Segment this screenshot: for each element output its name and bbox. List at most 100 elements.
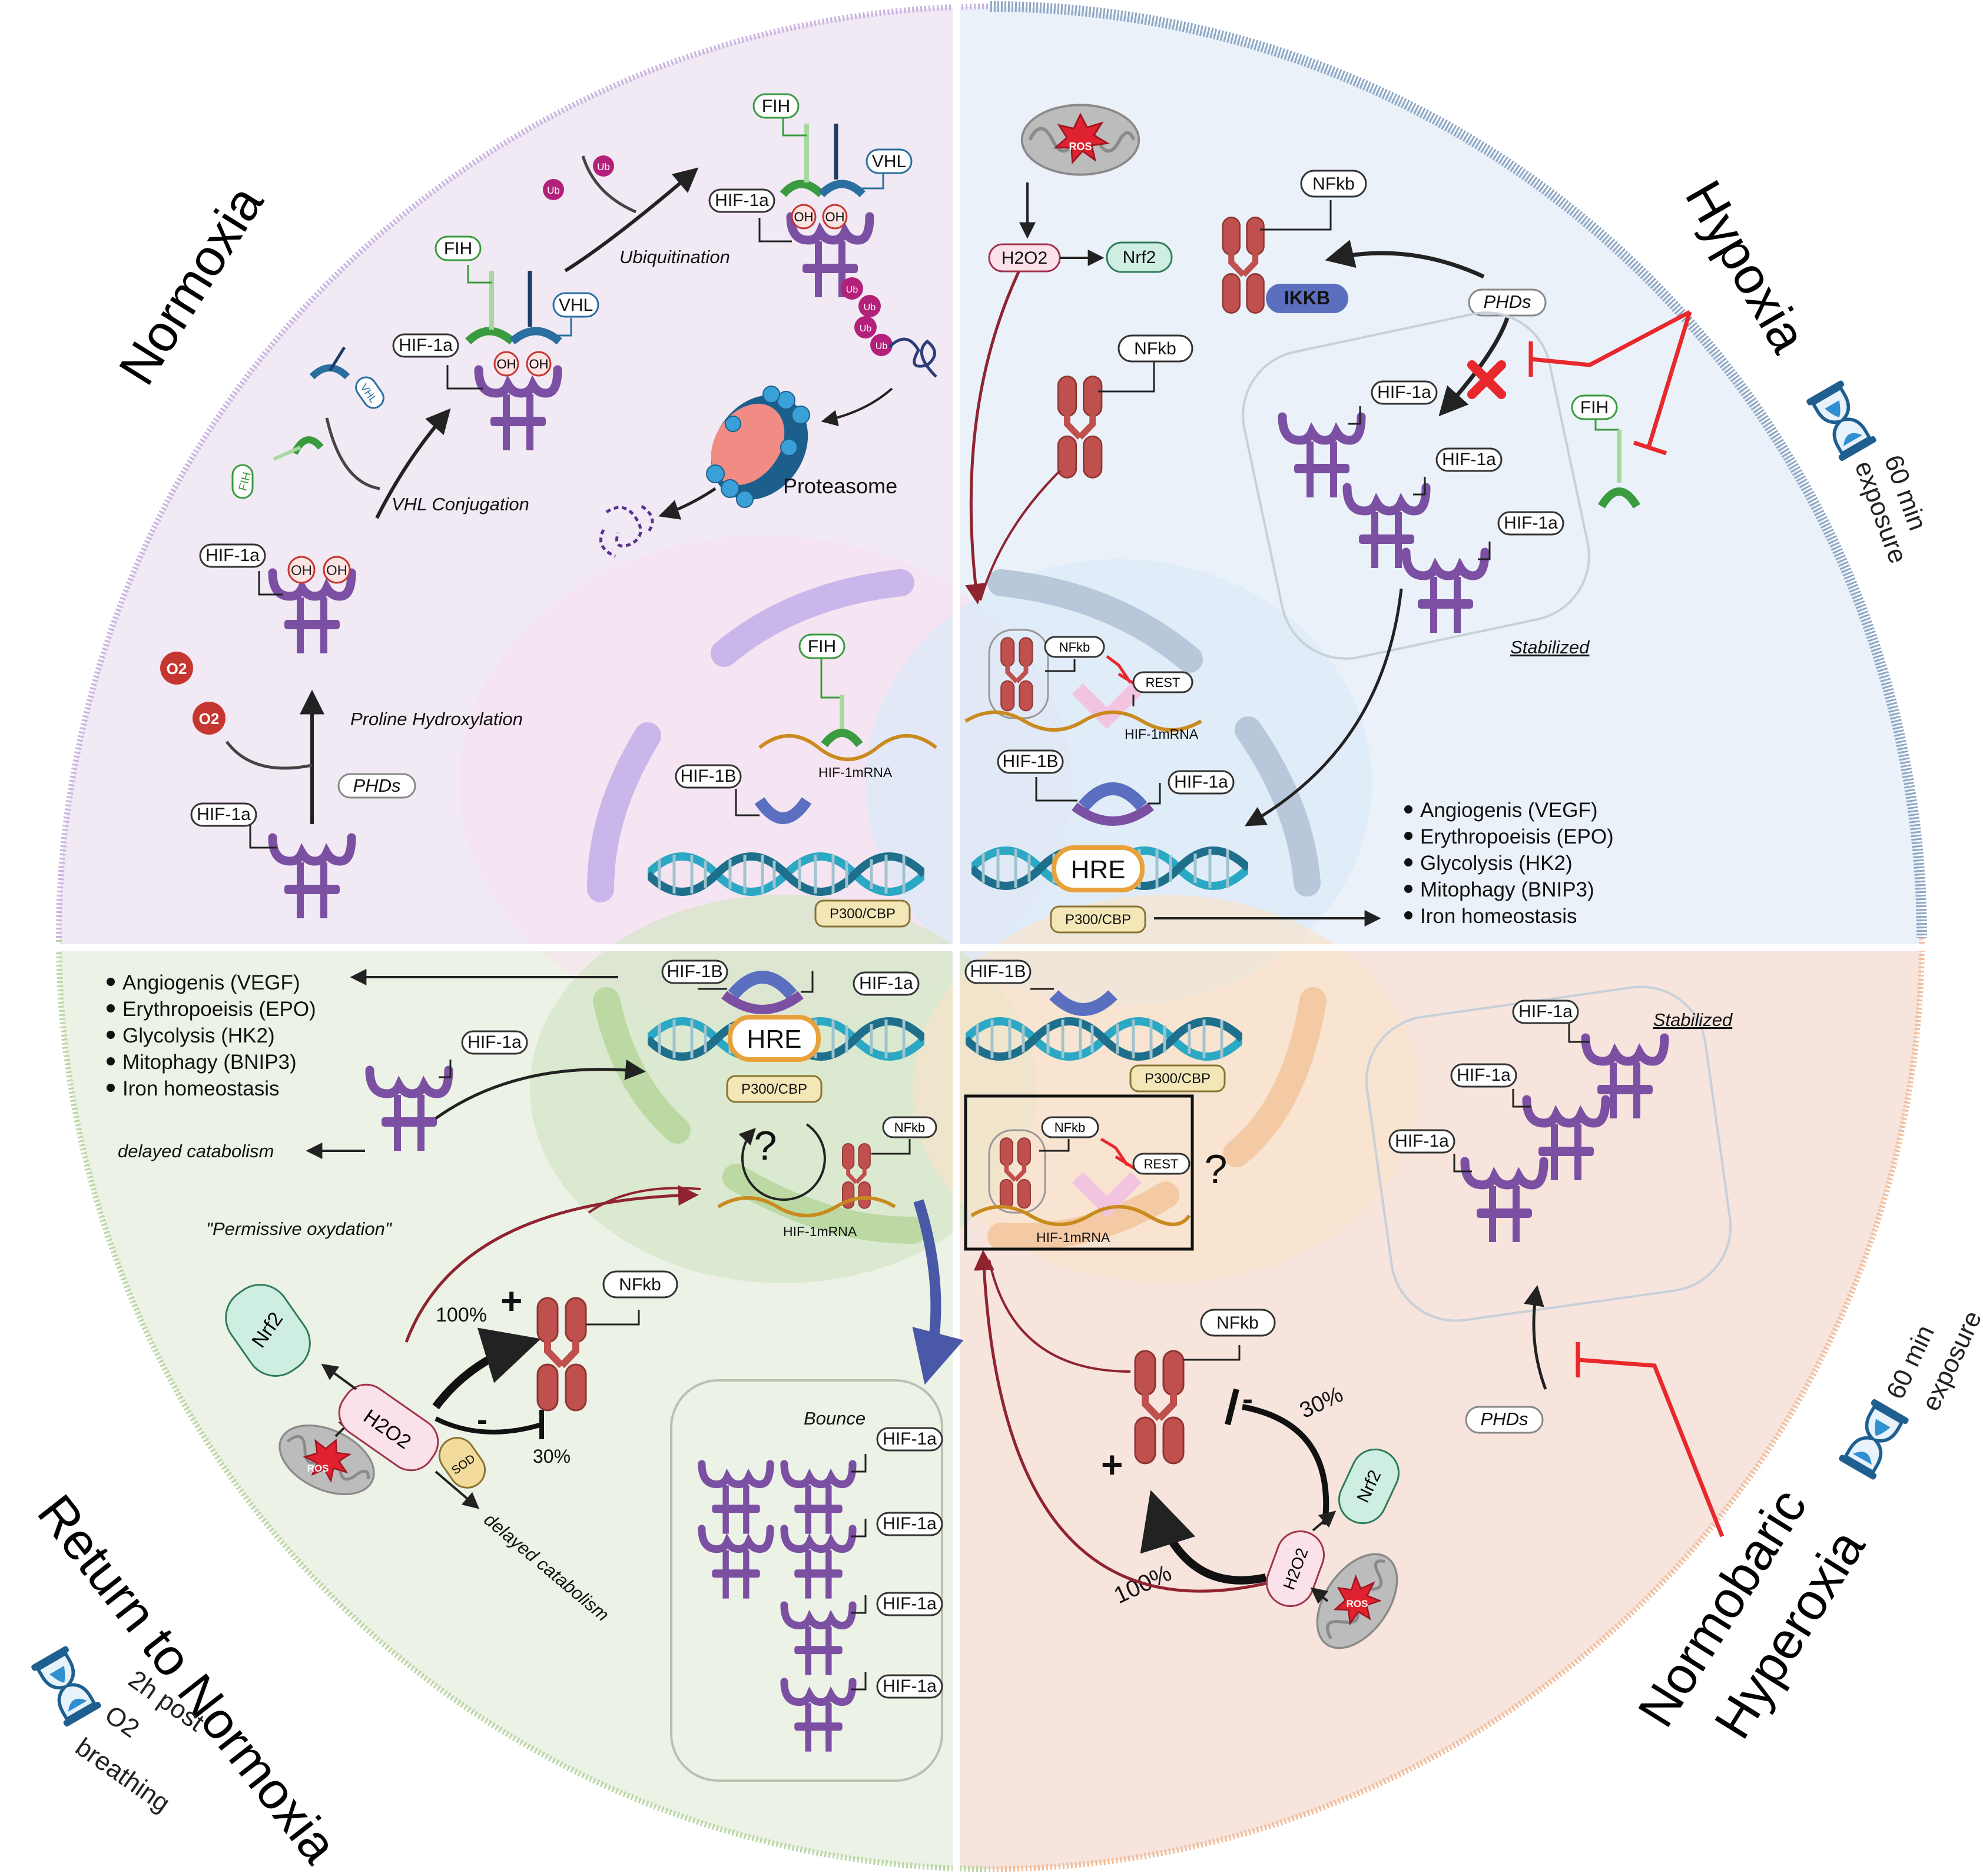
ros-label: ROS [1069,141,1092,152]
label-ubiquitination: Ubiquitination [619,247,730,267]
hre-icon: HRE [728,1015,821,1062]
svg-text:P300/CBP: P300/CBP [830,906,896,922]
svg-text:Iron homeostasis: Iron homeostasis [122,1077,280,1100]
oh-icon: OH [493,351,519,377]
nfkb-tag: NFkb [871,1116,937,1155]
svg-text:NFkb: NFkb [894,1120,926,1135]
vhl-tag: VHL [860,148,913,190]
hif1a-tag: HIF-1a [708,188,792,243]
fih-free: FIH [231,436,324,499]
hypoxia-quadrant: Hypoxia 60 min exposure ROS H2O2 Nrf2 IK… [964,105,1932,934]
svg-text:P300/CBP: P300/CBP [1145,1071,1211,1087]
rest-tag: REST [1132,1153,1191,1175]
svg-text:HIF-1a: HIF-1a [883,1676,937,1696]
svg-text:NFkb: NFkb [1216,1313,1259,1333]
hif1a-tag: HIF-1a [851,1592,943,1616]
nfkb-mrna-box [964,1094,1194,1251]
nfkb-tag: NFkb [1044,636,1105,672]
svg-text:PHDs: PHDs [1481,1409,1528,1429]
oh-icon: OH [822,204,848,230]
fih-tag: FIH [435,235,492,284]
hif1a-tag: HIF-1a [1512,1000,1590,1043]
arrow [1524,1285,1547,1390]
target-genes-list: Angiogenis (VEGF) Erythropoeisis (EPO) G… [1404,799,1614,928]
nfkb-tag: NFkb [1039,1116,1099,1152]
ros-label: ROS [307,1463,329,1474]
ub-icon: Ub [593,155,614,177]
hif1b-tag: HIF-1B [675,764,760,816]
mrna-strand [758,734,937,761]
p300-tag: P300/CBP [1050,905,1146,934]
svg-text:breathing: breathing [70,1732,175,1818]
pct-30: 30% [533,1446,571,1467]
bounce-label: Bounce [804,1408,866,1429]
svg-text:Ub: Ub [876,341,888,351]
question-mark: ? [754,1123,777,1168]
bounce-arrow [912,1199,964,1385]
h2o2-tag: H2O2 [988,243,1061,273]
nrf2-tag: Nrf2 [1106,241,1173,273]
ub-icon: Ub [543,179,564,200]
vhl-bound [509,327,562,345]
nfkb-tag: NFkb [1183,1309,1276,1361]
svg-text:Glycolysis (HK2): Glycolysis (HK2) [1420,852,1573,875]
svg-text:REST: REST [1144,1157,1179,1171]
hif1a-tag: HIF-1a [392,333,483,390]
pct-100: 100% [436,1304,487,1326]
fih-tag: FIH [752,93,807,137]
svg-text:H2O2: H2O2 [1002,248,1047,268]
hif1a-tag: HIF-1a [1148,770,1235,805]
nfkb-tag: NFkb [1098,334,1193,393]
o2-icon: O2 [193,702,226,735]
oh-icon: OH [323,556,351,584]
arrow [821,387,893,426]
svg-text:HIF-1a: HIF-1a [1442,450,1496,469]
arrow [435,1059,646,1120]
blocked-x-icon [1467,360,1506,399]
hif1a-tag: HIF-1a [851,1427,943,1473]
hourglass-icon [31,1645,102,1728]
hif1a-tag: HIF-1a [190,802,277,849]
svg-text:HIF-1B: HIF-1B [680,766,736,786]
h2o2-arrow [973,1250,1266,1593]
svg-text:HIF-1a: HIF-1a [205,546,260,565]
mrna-label: HIF-1mRNA [1125,726,1199,742]
phds-tag: PHDs [1465,1406,1544,1434]
o2-icon: O2 [160,652,193,685]
inhibition-arrow [1242,1404,1329,1525]
svg-text:NFkb: NFkb [1059,640,1090,655]
label-proteasome: Proteasome [783,474,897,498]
hourglass-icon [1806,380,1878,462]
degraded-peptides-icon [599,504,654,558]
svg-text:HIF-1a: HIF-1a [1518,1002,1573,1021]
target-genes-list: Angiogenis (VEGF) Erythropoeisis (EPO) G… [107,971,316,1100]
permissive-oxydation-label: "Permissive oxydation" [206,1218,393,1239]
h2o2-tag: H2O2 [1265,1530,1325,1607]
phds-tag: PHDs [337,773,416,799]
hif1a-tag: HIF-1a [439,1030,528,1078]
svg-text:HIF-1a: HIF-1a [1395,1131,1449,1151]
hif1a-tag: HIF-1a [801,971,920,996]
hif1b-tag: HIF-1B [661,959,728,990]
arrow [1438,317,1510,417]
svg-text:NFkb: NFkb [1054,1120,1086,1135]
label-vhl-conjugation: VHL Conjugation [392,494,529,514]
hif1a-tag: HIF-1a [851,1512,943,1538]
svg-text:REST: REST [1146,675,1180,690]
svg-text:HIF-1a: HIF-1a [883,1594,937,1613]
hif1a-tag: HIF-1a [851,1672,943,1699]
ros-label: ROS [1347,1598,1368,1609]
label-proline-hydroxylation: Proline Hydroxylation [350,709,523,729]
svg-text:Ub: Ub [846,285,858,295]
nfkb-tag: NFkb [586,1270,678,1326]
svg-text:HIF-1a: HIF-1a [1457,1065,1511,1085]
svg-text:Ub: Ub [597,161,610,172]
svg-text:VHL: VHL [872,152,906,171]
arrow [1244,588,1403,826]
rest-icon [1072,683,1142,729]
delayed-catabolism-label: delayed catabolism [118,1141,274,1161]
svg-text:NFkb: NFkb [619,1275,661,1294]
h2o2-arrow [965,271,1020,605]
